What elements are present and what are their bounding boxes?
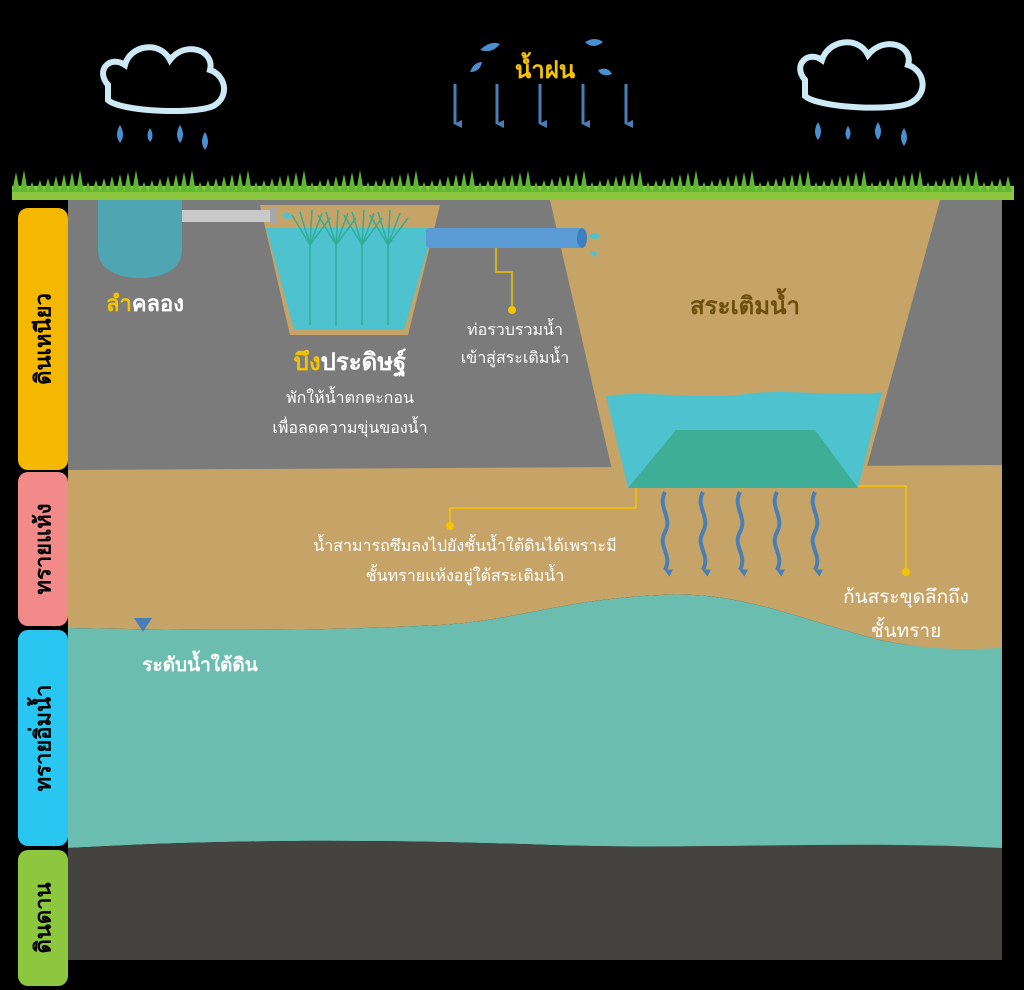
- callout-dots: [446, 306, 910, 576]
- reservoir-label-prefix: สระ: [690, 292, 731, 320]
- canal-pipe-end: [270, 208, 278, 224]
- infiltration-arrows: [660, 491, 824, 577]
- callout-lines: [449, 248, 907, 570]
- reservoir-bottom: [628, 430, 858, 488]
- wetland-desc-2: เพื่อลดความขุ่นของน้ำ: [272, 418, 428, 437]
- rain-title-suffix: ฝน: [544, 56, 576, 84]
- canal-label: ลำคลอง: [85, 286, 205, 321]
- seep-desc-2: ชั้นทรายแห้งอยู่ใต้สระเติมน้ำ: [365, 566, 565, 585]
- canal-label-prefix: ลำ: [106, 292, 132, 317]
- collection-pipe: [426, 228, 582, 248]
- rain-title: น้ำฝน: [490, 50, 600, 89]
- layer-bar-saturated-sand: ทรายอิ่มน้ำ: [18, 630, 68, 846]
- dry-sand-layer: [68, 465, 1002, 660]
- rain-cloud-right: [797, 39, 926, 111]
- layer-label-dry-sand: ทรายแห้ง: [31, 503, 57, 595]
- reservoir-label: สระเติมน้ำ: [670, 286, 820, 325]
- wetland-label-suffix: ประดิษฐ์: [320, 348, 407, 376]
- canal-label-suffix: คลอง: [131, 292, 184, 317]
- bedrock-layer: [68, 840, 1002, 960]
- water-table-marker-icon: [134, 618, 152, 632]
- layer-bar-clay: ดินเหนียว: [18, 208, 68, 470]
- collection-pipe-end: [577, 228, 587, 248]
- canal-pipe: [182, 210, 277, 222]
- layer-label-bedrock: ดินดาน: [31, 882, 57, 954]
- reservoir-label-suffix: เติมน้ำ: [730, 292, 800, 320]
- rain-cloud-left: [100, 44, 227, 114]
- wetland-label-prefix: บึง: [293, 348, 321, 376]
- rain-title-prefix: น้ำ: [514, 56, 545, 84]
- pipe-splash: [588, 233, 600, 257]
- reed-plants: [291, 209, 409, 325]
- rain-drops-left: [117, 125, 208, 150]
- bottom-desc-1: ก้นสระขุดลึกถึง: [843, 586, 969, 608]
- layer-label-clay: ดินเหนียว: [31, 293, 57, 385]
- wetland-water: [266, 228, 434, 330]
- pipe-desc-1: ท่อรวบรวมน้ำ: [467, 320, 563, 339]
- saturated-sand-layer: [68, 594, 1002, 850]
- layer-bar-dry-sand: ทรายแห้ง: [18, 472, 68, 626]
- water-table-label: ระดับน้ำใต้ดิน: [142, 654, 258, 676]
- layer-label-saturated-sand: ทรายอิ่มน้ำ: [31, 684, 57, 792]
- wetland-label: บึงประดิษฐ์: [250, 342, 450, 381]
- canal: [98, 200, 182, 278]
- wetland-desc-1: พักให้น้ำตกตะกอน: [286, 388, 414, 407]
- rain-drops-right: [815, 122, 907, 146]
- rain-arrows: [453, 84, 633, 128]
- rain-title-drops: [470, 39, 612, 76]
- layer-bar-bedrock: ดินดาน: [18, 850, 68, 986]
- pipe-water-drop: [282, 212, 292, 220]
- grass: [12, 170, 1012, 192]
- seep-desc-1: น้ำสามารถซึมลงไปยังชั้นน้ำใต้ดินได้เพราะ…: [313, 536, 617, 555]
- bottom-desc-2: ชั้นทราย: [870, 620, 942, 642]
- pipe-desc-2: เข้าสู่สระเติมน้ำ: [460, 348, 570, 367]
